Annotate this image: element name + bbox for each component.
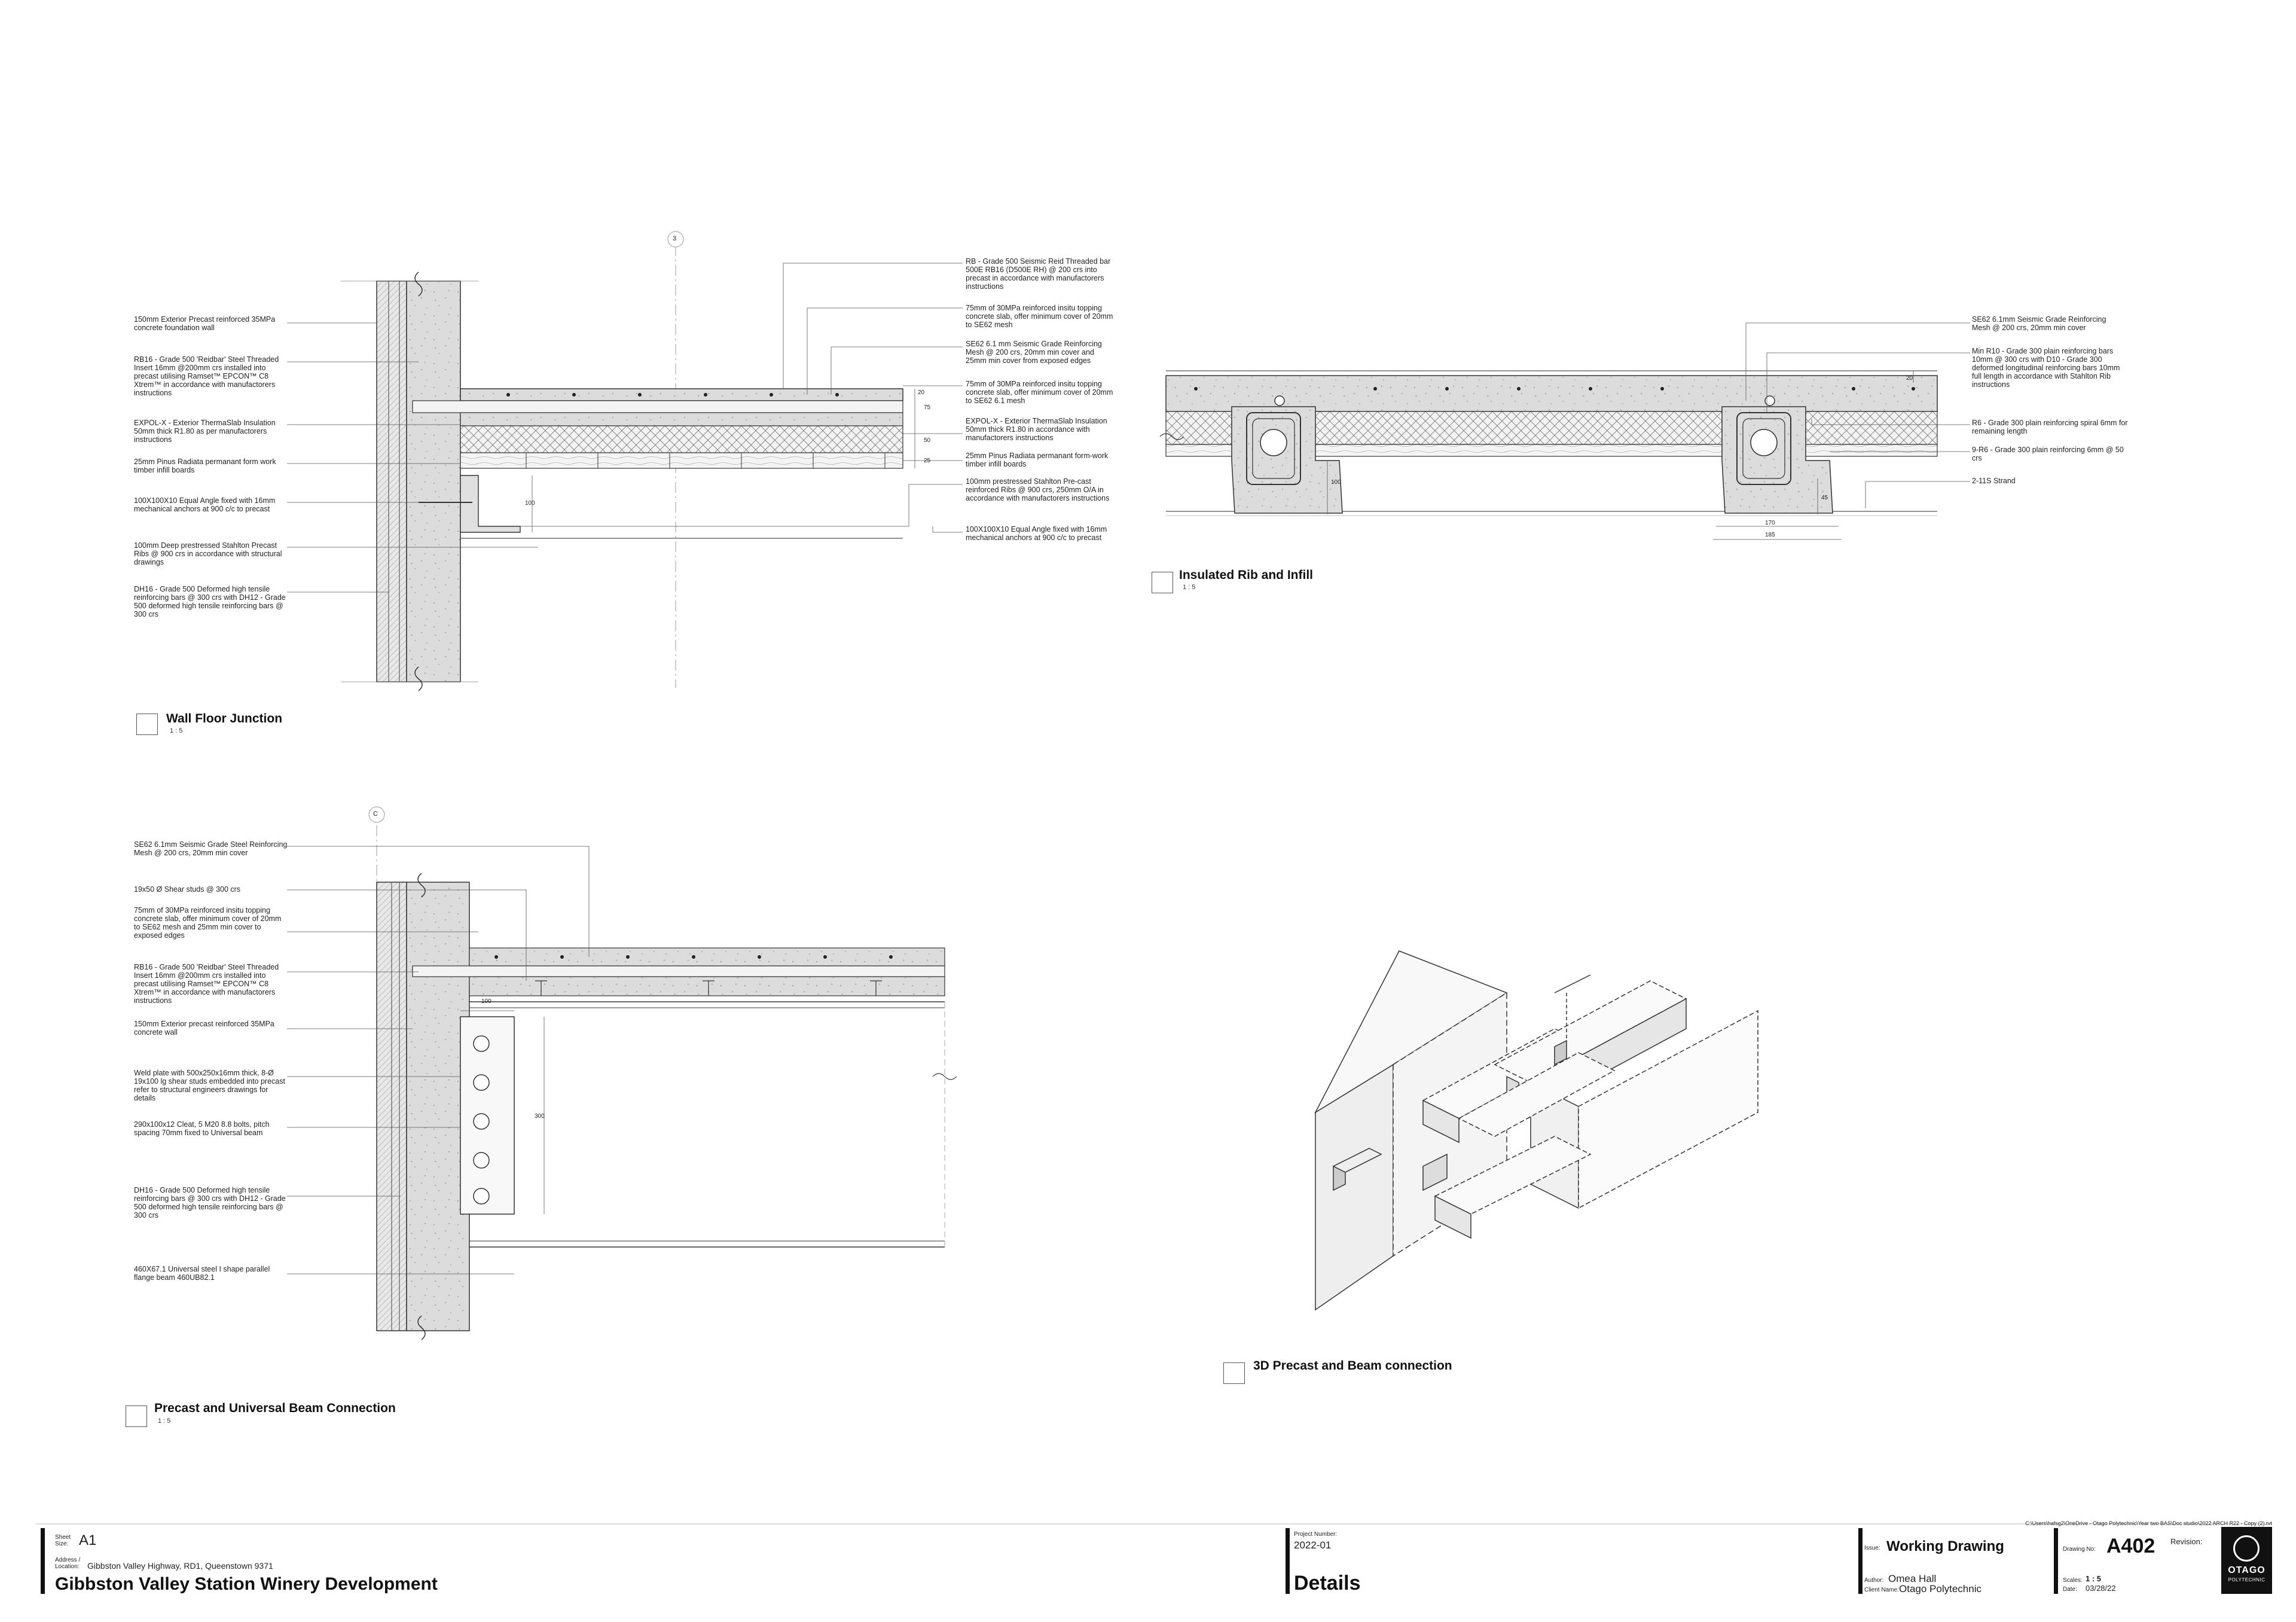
tb-address-label: Address / Location: bbox=[55, 1557, 81, 1570]
tb-bar-drawing bbox=[2054, 1528, 2058, 1594]
bc-note-1: SE62 6.1mm Seismic Grade Steel Reinforci… bbox=[134, 840, 288, 857]
wf-dim-20: 20 bbox=[918, 389, 925, 396]
wf-note-3: EXPOL-X - Exterior ThermaSlab Insulation… bbox=[134, 419, 276, 444]
ir-note-3: R6 - Grade 300 plain reinforcing spiral … bbox=[1972, 419, 2128, 435]
ir-dim-170: 170 bbox=[1765, 520, 1775, 526]
beam-connection-drawing bbox=[287, 806, 957, 1340]
ir-dim-185: 185 bbox=[1765, 532, 1775, 538]
wf-right-note-2: 75mm of 30MPa reinforced insitu topping … bbox=[966, 304, 1113, 329]
wf-scale: 1 : 5 bbox=[170, 727, 183, 734]
otago-logo-subtext: POLYTECHNIC bbox=[2228, 1577, 2266, 1583]
tb-sheet-size: A1 bbox=[79, 1532, 97, 1548]
grid-marker-c: C bbox=[373, 810, 378, 818]
wf-title: Wall Floor Junction bbox=[166, 712, 283, 725]
tb-bar-mid bbox=[1286, 1528, 1290, 1594]
bc-note-4: RB16 - Grade 500 'Reidbar' Steel Threade… bbox=[134, 963, 279, 1005]
tb-bar-issue bbox=[1858, 1528, 1863, 1594]
tb-project-title: Gibbston Valley Station Winery Developme… bbox=[55, 1574, 438, 1594]
tb-sheet-title: Details bbox=[1294, 1572, 1361, 1594]
wf-dim-50: 50 bbox=[924, 437, 931, 444]
tb-address: Gibbston Valley Highway, RD1, Queenstown… bbox=[87, 1561, 273, 1571]
bc-note-6: Weld plate with 500x250x16mm thick, 8-Ø … bbox=[134, 1069, 285, 1102]
bc-note-3: 75mm of 30MPa reinforced insitu topping … bbox=[134, 906, 282, 940]
tb-issue: Working Drawing bbox=[1886, 1538, 2004, 1554]
otago-logo: OTAGO POLYTECHNIC bbox=[2221, 1527, 2272, 1594]
bc-scale: 1 : 5 bbox=[158, 1417, 171, 1425]
wf-right-note-3: SE62 6.1 mm Seismic Grade Reinforcing Me… bbox=[966, 340, 1102, 365]
grid-marker-3: 3 bbox=[673, 235, 677, 242]
bc-title: Precast and Universal Beam Connection bbox=[154, 1401, 396, 1415]
bc-dim-300: 300 bbox=[535, 1113, 545, 1120]
ir-title-box bbox=[1152, 572, 1173, 593]
3d-title-box bbox=[1223, 1362, 1245, 1384]
tb-file-path: C:\Users\hafsg2\OneDrive - Otago Polytec… bbox=[2025, 1520, 2272, 1526]
tb-drawing-no-label: Drawing No: bbox=[2063, 1546, 2096, 1553]
tb-bar-left bbox=[41, 1528, 45, 1594]
wf-right-note-8: 100X100X10 Equal Angle fixed with 16mm m… bbox=[966, 525, 1107, 542]
tb-date: 03/28/22 bbox=[2086, 1584, 2116, 1593]
ir-dim-45: 45 bbox=[1821, 495, 1828, 501]
tb-date-label: Date: bbox=[2063, 1586, 2077, 1593]
3d-connection-drawing bbox=[1314, 950, 1758, 1311]
bc-title-box bbox=[126, 1405, 147, 1427]
wf-note-6: 100mm Deep prestressed Stahlton Precast … bbox=[134, 541, 282, 566]
tb-author: Omea Hall bbox=[1888, 1573, 1937, 1584]
ir-note-1: SE62 6.1mm Seismic Grade Reinforcing Mes… bbox=[1972, 315, 2106, 332]
ir-note-5: 2-11S Strand bbox=[1972, 477, 2016, 485]
bc-note-7: 290x100x12 Cleat, 5 M20 8.8 bolts, pitch… bbox=[134, 1120, 270, 1137]
wf-right-note-1: RB - Grade 500 Seismic Reid Threaded bar… bbox=[966, 257, 1111, 291]
ir-note-2: Min R10 - Grade 300 plain reinforcing ba… bbox=[1972, 347, 2120, 389]
tb-client-label: Client Name: bbox=[1864, 1587, 1899, 1593]
wf-note-1: 150mm Exterior Precast reinforced 35MPa … bbox=[134, 315, 276, 332]
wf-right-note-4: 75mm of 30MPa reinforced insitu topping … bbox=[966, 380, 1113, 405]
tb-scales-label: Scales: bbox=[2063, 1577, 2083, 1584]
otago-logo-mark bbox=[2233, 1535, 2260, 1562]
bc-dim-100: 100 bbox=[481, 998, 491, 1005]
ir-scale: 1 : 5 bbox=[1183, 584, 1196, 591]
tb-scales: 1 : 5 bbox=[2086, 1574, 2102, 1583]
ir-dim-20: 20 bbox=[1906, 375, 1913, 382]
tb-project-number: 2022-01 bbox=[1294, 1539, 1332, 1551]
wf-right-note-7: 100mm prestressed Stahlton Pre-cast rein… bbox=[966, 477, 1110, 502]
tb-client: Otago Polytechnic bbox=[1899, 1583, 1981, 1594]
wall-floor-junction-drawing bbox=[287, 231, 963, 691]
wf-title-box bbox=[136, 714, 158, 735]
wf-right-note-6: 25mm Pinus Radiata permanant form-work t… bbox=[966, 452, 1109, 468]
wf-note-5: 100X100X10 Equal Angle fixed with 16mm m… bbox=[134, 496, 276, 513]
ir-dim-100: 100 bbox=[1331, 479, 1341, 486]
tb-project-number-label: Project Number: bbox=[1294, 1531, 1338, 1538]
wf-note-7: DH16 - Grade 500 Deformed high tensile r… bbox=[134, 585, 286, 618]
bc-note-2: 19x50 Ø Shear studs @ 300 crs bbox=[134, 885, 241, 894]
insulated-rib-drawing bbox=[1159, 322, 1970, 540]
tb-issue-label: Issue: bbox=[1864, 1545, 1880, 1551]
wf-dim-100: 100 bbox=[525, 500, 535, 507]
tb-sheet-label: Sheet Size: bbox=[55, 1534, 71, 1547]
ir-note-4: 9-R6 - Grade 300 plain reinforcing 6mm @… bbox=[1972, 446, 2124, 462]
otago-logo-text: OTAGO bbox=[2228, 1565, 2266, 1575]
bc-note-9: 460X67.1 Universal steel I shape paralle… bbox=[134, 1265, 270, 1282]
bc-note-8: DH16 - Grade 500 Deformed high tensile r… bbox=[134, 1186, 286, 1219]
tb-revision-label: Revision: bbox=[2170, 1537, 2203, 1546]
ir-title: Insulated Rib and Infill bbox=[1179, 568, 1314, 582]
3d-title: 3D Precast and Beam connection bbox=[1253, 1359, 1452, 1373]
tb-author-label: Author: bbox=[1864, 1577, 1884, 1584]
wf-note-2: RB16 - Grade 500 'Reidbar' Steel Threade… bbox=[134, 355, 279, 397]
tb-drawing-no: A402 bbox=[2106, 1535, 2155, 1557]
wf-note-4: 25mm Pinus Radiata permanant form work t… bbox=[134, 458, 276, 474]
bc-note-5: 150mm Exterior precast reinforced 35MPa … bbox=[134, 1020, 274, 1036]
wf-dim-25: 25 bbox=[924, 458, 931, 464]
wf-dim-75: 75 bbox=[924, 404, 931, 411]
wf-right-note-5: EXPOL-X - Exterior ThermaSlab Insulation… bbox=[966, 417, 1107, 442]
